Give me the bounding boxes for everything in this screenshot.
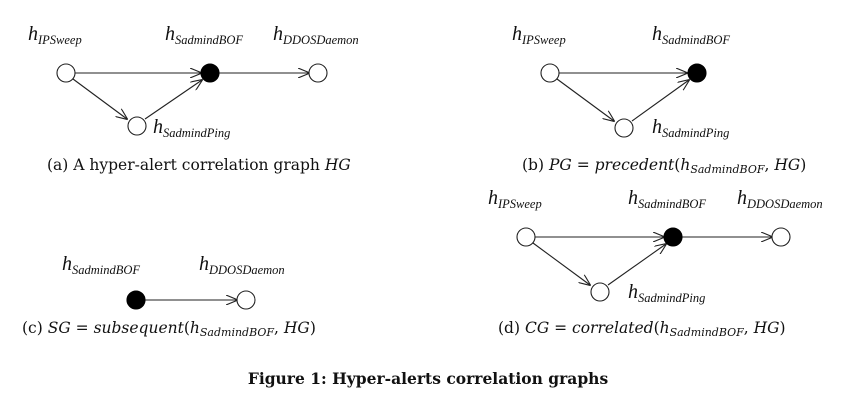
node-sadmindbof bbox=[200, 63, 220, 83]
label-ipsweep: hIPSweep bbox=[512, 23, 566, 47]
node-sadmindping bbox=[590, 282, 610, 302]
node-sadmindbof bbox=[687, 63, 707, 83]
edge-ipsweep-to-sadmindping bbox=[72, 78, 127, 119]
label-ddosdaemon: hDDOSDaemon bbox=[737, 187, 823, 211]
node-ipsweep bbox=[516, 227, 536, 247]
label-sadmindping: hSadmindPing bbox=[153, 116, 230, 140]
node-sadmindping bbox=[614, 118, 634, 138]
node-ipsweep bbox=[56, 63, 76, 83]
graph-c: hSadmindBOF hDDOSDaemon (c) SG = subsequ… bbox=[22, 253, 316, 339]
graph-a: hIPSweep hSadmindBOF hDDOSDaemon hSadmin… bbox=[28, 23, 359, 174]
label-ipsweep: hIPSweep bbox=[488, 187, 542, 211]
caption-d: (d) CG = correlated(hSadmindBOF, HG) bbox=[498, 319, 786, 339]
node-sadmindbof bbox=[663, 227, 683, 247]
label-sadmindbof: hSadmindBOF bbox=[628, 187, 706, 211]
graph-b: hIPSweep hSadmindBOF hSadmindPing (b) PG… bbox=[512, 23, 806, 176]
edge-sadmindping-to-sadmindbof bbox=[144, 80, 202, 120]
edge-sadmindping-to-sadmindbof bbox=[607, 244, 666, 286]
label-sadmindbof: hSadmindBOF bbox=[652, 23, 730, 47]
label-ipsweep: hIPSweep bbox=[28, 23, 82, 47]
node-sadmindping bbox=[127, 116, 147, 136]
label-ddosdaemon: hDDOSDaemon bbox=[199, 253, 285, 277]
label-sadmindping: hSadmindPing bbox=[652, 116, 729, 140]
caption-b: (b) PG = precedent(hSadmindBOF, HG) bbox=[522, 156, 806, 176]
label-sadmindbof: hSadmindBOF bbox=[62, 253, 140, 277]
node-sadmindbof bbox=[126, 290, 146, 310]
figure-caption: Figure 1: Hyper-alerts correlation graph… bbox=[248, 369, 609, 388]
label-sadmindping: hSadmindPing bbox=[628, 281, 705, 305]
edge-sadmindping-to-sadmindbof bbox=[631, 80, 689, 122]
node-ddosdaemon bbox=[308, 63, 328, 83]
node-ddosdaemon bbox=[236, 290, 256, 310]
node-ipsweep bbox=[540, 63, 560, 83]
node-ddosdaemon bbox=[771, 227, 791, 247]
caption-c: (c) SG = subsequent(hSadmindBOF, HG) bbox=[22, 319, 316, 339]
edge-ipsweep-to-sadmindping bbox=[556, 78, 614, 121]
label-ddosdaemon: hDDOSDaemon bbox=[273, 23, 359, 47]
graph-d: hIPSweep hSadmindBOF hDDOSDaemon hSadmin… bbox=[488, 187, 823, 339]
caption-a: (a) A hyper-alert correlation graph HG bbox=[47, 156, 351, 174]
edge-ipsweep-to-sadmindping bbox=[532, 242, 590, 285]
label-sadmindbof: hSadmindBOF bbox=[165, 23, 243, 47]
